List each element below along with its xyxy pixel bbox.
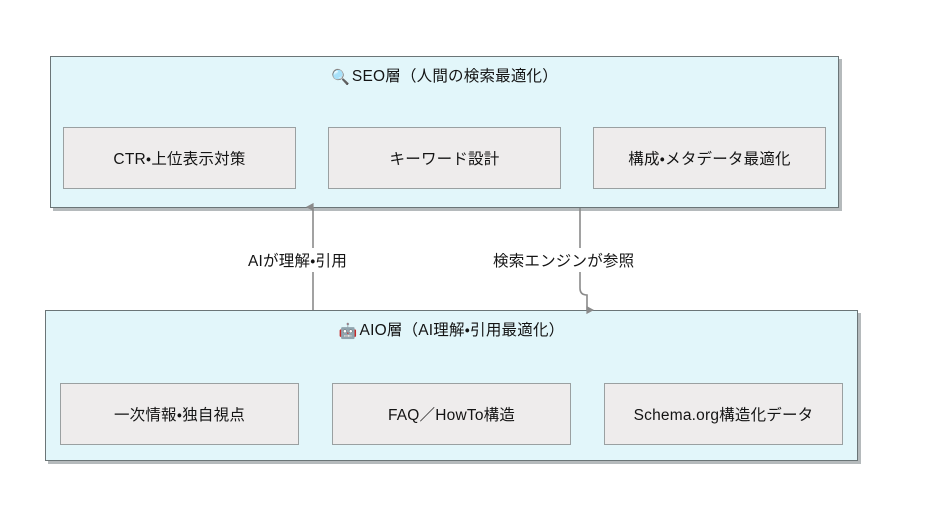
connector-label-search-engine: 検索エンジンが参照: [489, 248, 639, 272]
magnifying-glass-icon: 🔍: [331, 69, 350, 86]
aio-items-row: 一次情報・独自視点 FAQ／HowTo構造 Schema.org構造化データ: [46, 383, 857, 445]
seo-item-ctr[interactable]: CTR・上位表示対策: [63, 127, 296, 189]
aio-item-primary-info[interactable]: 一次情報・独自視点: [60, 383, 299, 445]
aio-item-faq-howto[interactable]: FAQ／HowTo構造: [332, 383, 571, 445]
aio-layer-panel: 🤖AIO層（AI理解・引用最適化） 一次情報・独自視点 FAQ／HowTo構造 …: [45, 310, 858, 461]
robot-icon: 🤖: [338, 323, 358, 340]
seo-layer-title: 🔍SEO層（人間の検索最適化）: [51, 65, 838, 89]
aio-layer-title-text: AIO層（AI理解・引用最適化）: [359, 322, 565, 339]
aio-item-schema-org[interactable]: Schema.org構造化データ: [604, 383, 843, 445]
aio-layer-title: 🤖AIO層（AI理解・引用最適化）: [46, 319, 857, 343]
seo-items-row: CTR・上位表示対策 キーワード設計 構成・メタデータ最適化: [51, 127, 838, 189]
seo-item-keyword[interactable]: キーワード設計: [328, 127, 561, 189]
connector-label-ai-understands: AIが理解・引用: [244, 248, 352, 272]
seo-layer-panel: 🔍SEO層（人間の検索最適化） CTR・上位表示対策 キーワード設計 構成・メタ…: [50, 56, 839, 208]
seo-item-structure-metadata[interactable]: 構成・メタデータ最適化: [593, 127, 826, 189]
seo-layer-title-text: SEO層（人間の検索最適化）: [351, 68, 558, 85]
